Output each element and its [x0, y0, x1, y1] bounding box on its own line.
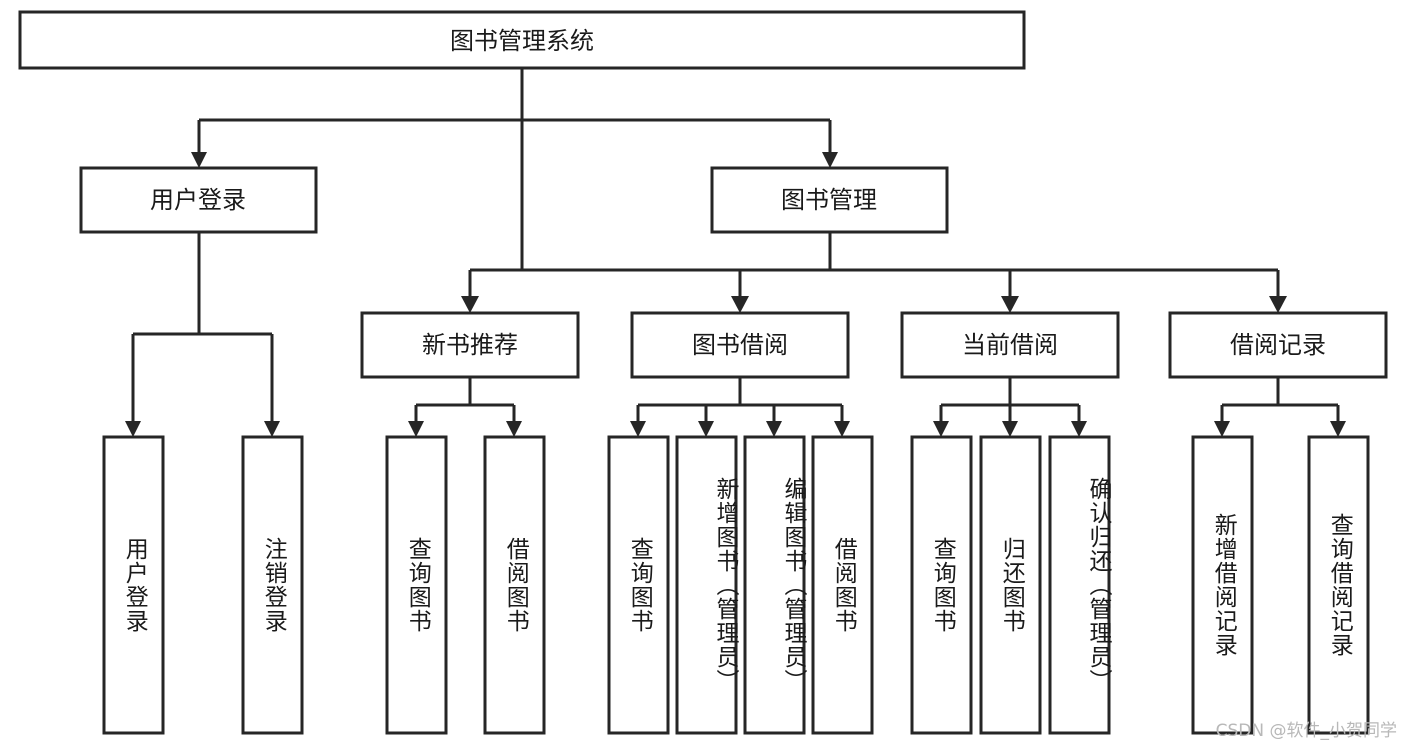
arrowhead-leaf-add-record [1214, 421, 1230, 437]
arrowhead-book-borrow [731, 296, 749, 313]
node-leaf-query-record[interactable] [1307, 435, 1370, 735]
node-new-book-recommend[interactable] [360, 311, 580, 379]
node-leaf-query-book-3[interactable] [910, 435, 973, 735]
arrowhead-borrow-record [1269, 296, 1287, 313]
node-root-label: 图书管理系统 [450, 27, 594, 55]
node-user-login-label: 用户登录 [150, 186, 246, 214]
node-leaf-borrow-book-2[interactable] [811, 435, 874, 735]
arrowhead-leaf-borrow-book-1 [506, 421, 522, 437]
node-user-login[interactable] [79, 166, 318, 234]
node-layer: 图书管理系统 用户登录 图书管理 新书推荐 图书借阅 当前借阅 借阅记录 [18, 10, 1388, 735]
node-root[interactable] [18, 10, 1026, 70]
arrowhead-book-manage [822, 152, 838, 168]
arrowhead-leaf-borrow-book-2 [834, 421, 850, 437]
arrowhead-leaf-user-login [125, 421, 141, 437]
node-book-borrow[interactable] [630, 311, 850, 379]
arrowhead-current-borrow [1001, 296, 1019, 313]
arrowhead-leaf-logout-login [264, 421, 280, 437]
node-leaf-edit-book[interactable] [743, 435, 806, 735]
arrowhead-leaf-query-book-3 [933, 421, 949, 437]
arrowhead-user-login [191, 152, 207, 168]
node-leaf-borrow-book-1[interactable] [483, 435, 546, 735]
arrowhead-leaf-confirm-return [1071, 421, 1087, 437]
connector-layer [125, 68, 1346, 437]
node-leaf-query-book-1[interactable] [385, 435, 448, 735]
node-new-book-recommend-label: 新书推荐 [422, 331, 518, 359]
node-leaf-user-login[interactable] [102, 435, 165, 735]
node-leaf-confirm-return[interactable] [1048, 435, 1111, 735]
arrowhead-new-book-recommend [461, 296, 479, 313]
node-borrow-record[interactable] [1168, 311, 1388, 379]
node-leaf-add-book[interactable] [675, 435, 738, 735]
node-leaf-return-book[interactable] [979, 435, 1042, 735]
node-borrow-record-label: 借阅记录 [1230, 331, 1326, 359]
arrowhead-leaf-return-book [1002, 421, 1018, 437]
arrowhead-leaf-query-record [1330, 421, 1346, 437]
arrowhead-leaf-query-book-2 [630, 421, 646, 437]
arrowhead-leaf-query-book-1 [408, 421, 424, 437]
node-leaf-add-record[interactable] [1191, 435, 1254, 735]
node-current-borrow[interactable] [900, 311, 1120, 379]
node-book-manage-label: 图书管理 [781, 186, 877, 214]
node-leaf-logout-login[interactable] [241, 435, 304, 735]
node-book-manage[interactable] [710, 166, 949, 234]
node-leaf-query-book-2[interactable] [607, 435, 670, 735]
arrowhead-leaf-add-book [698, 421, 714, 437]
arrowhead-leaf-edit-book [766, 421, 782, 437]
node-current-borrow-label: 当前借阅 [962, 331, 1058, 359]
node-book-borrow-label: 图书借阅 [692, 331, 788, 359]
csdn-watermark: CSDN @软件_小贺同学 [1215, 721, 1397, 741]
